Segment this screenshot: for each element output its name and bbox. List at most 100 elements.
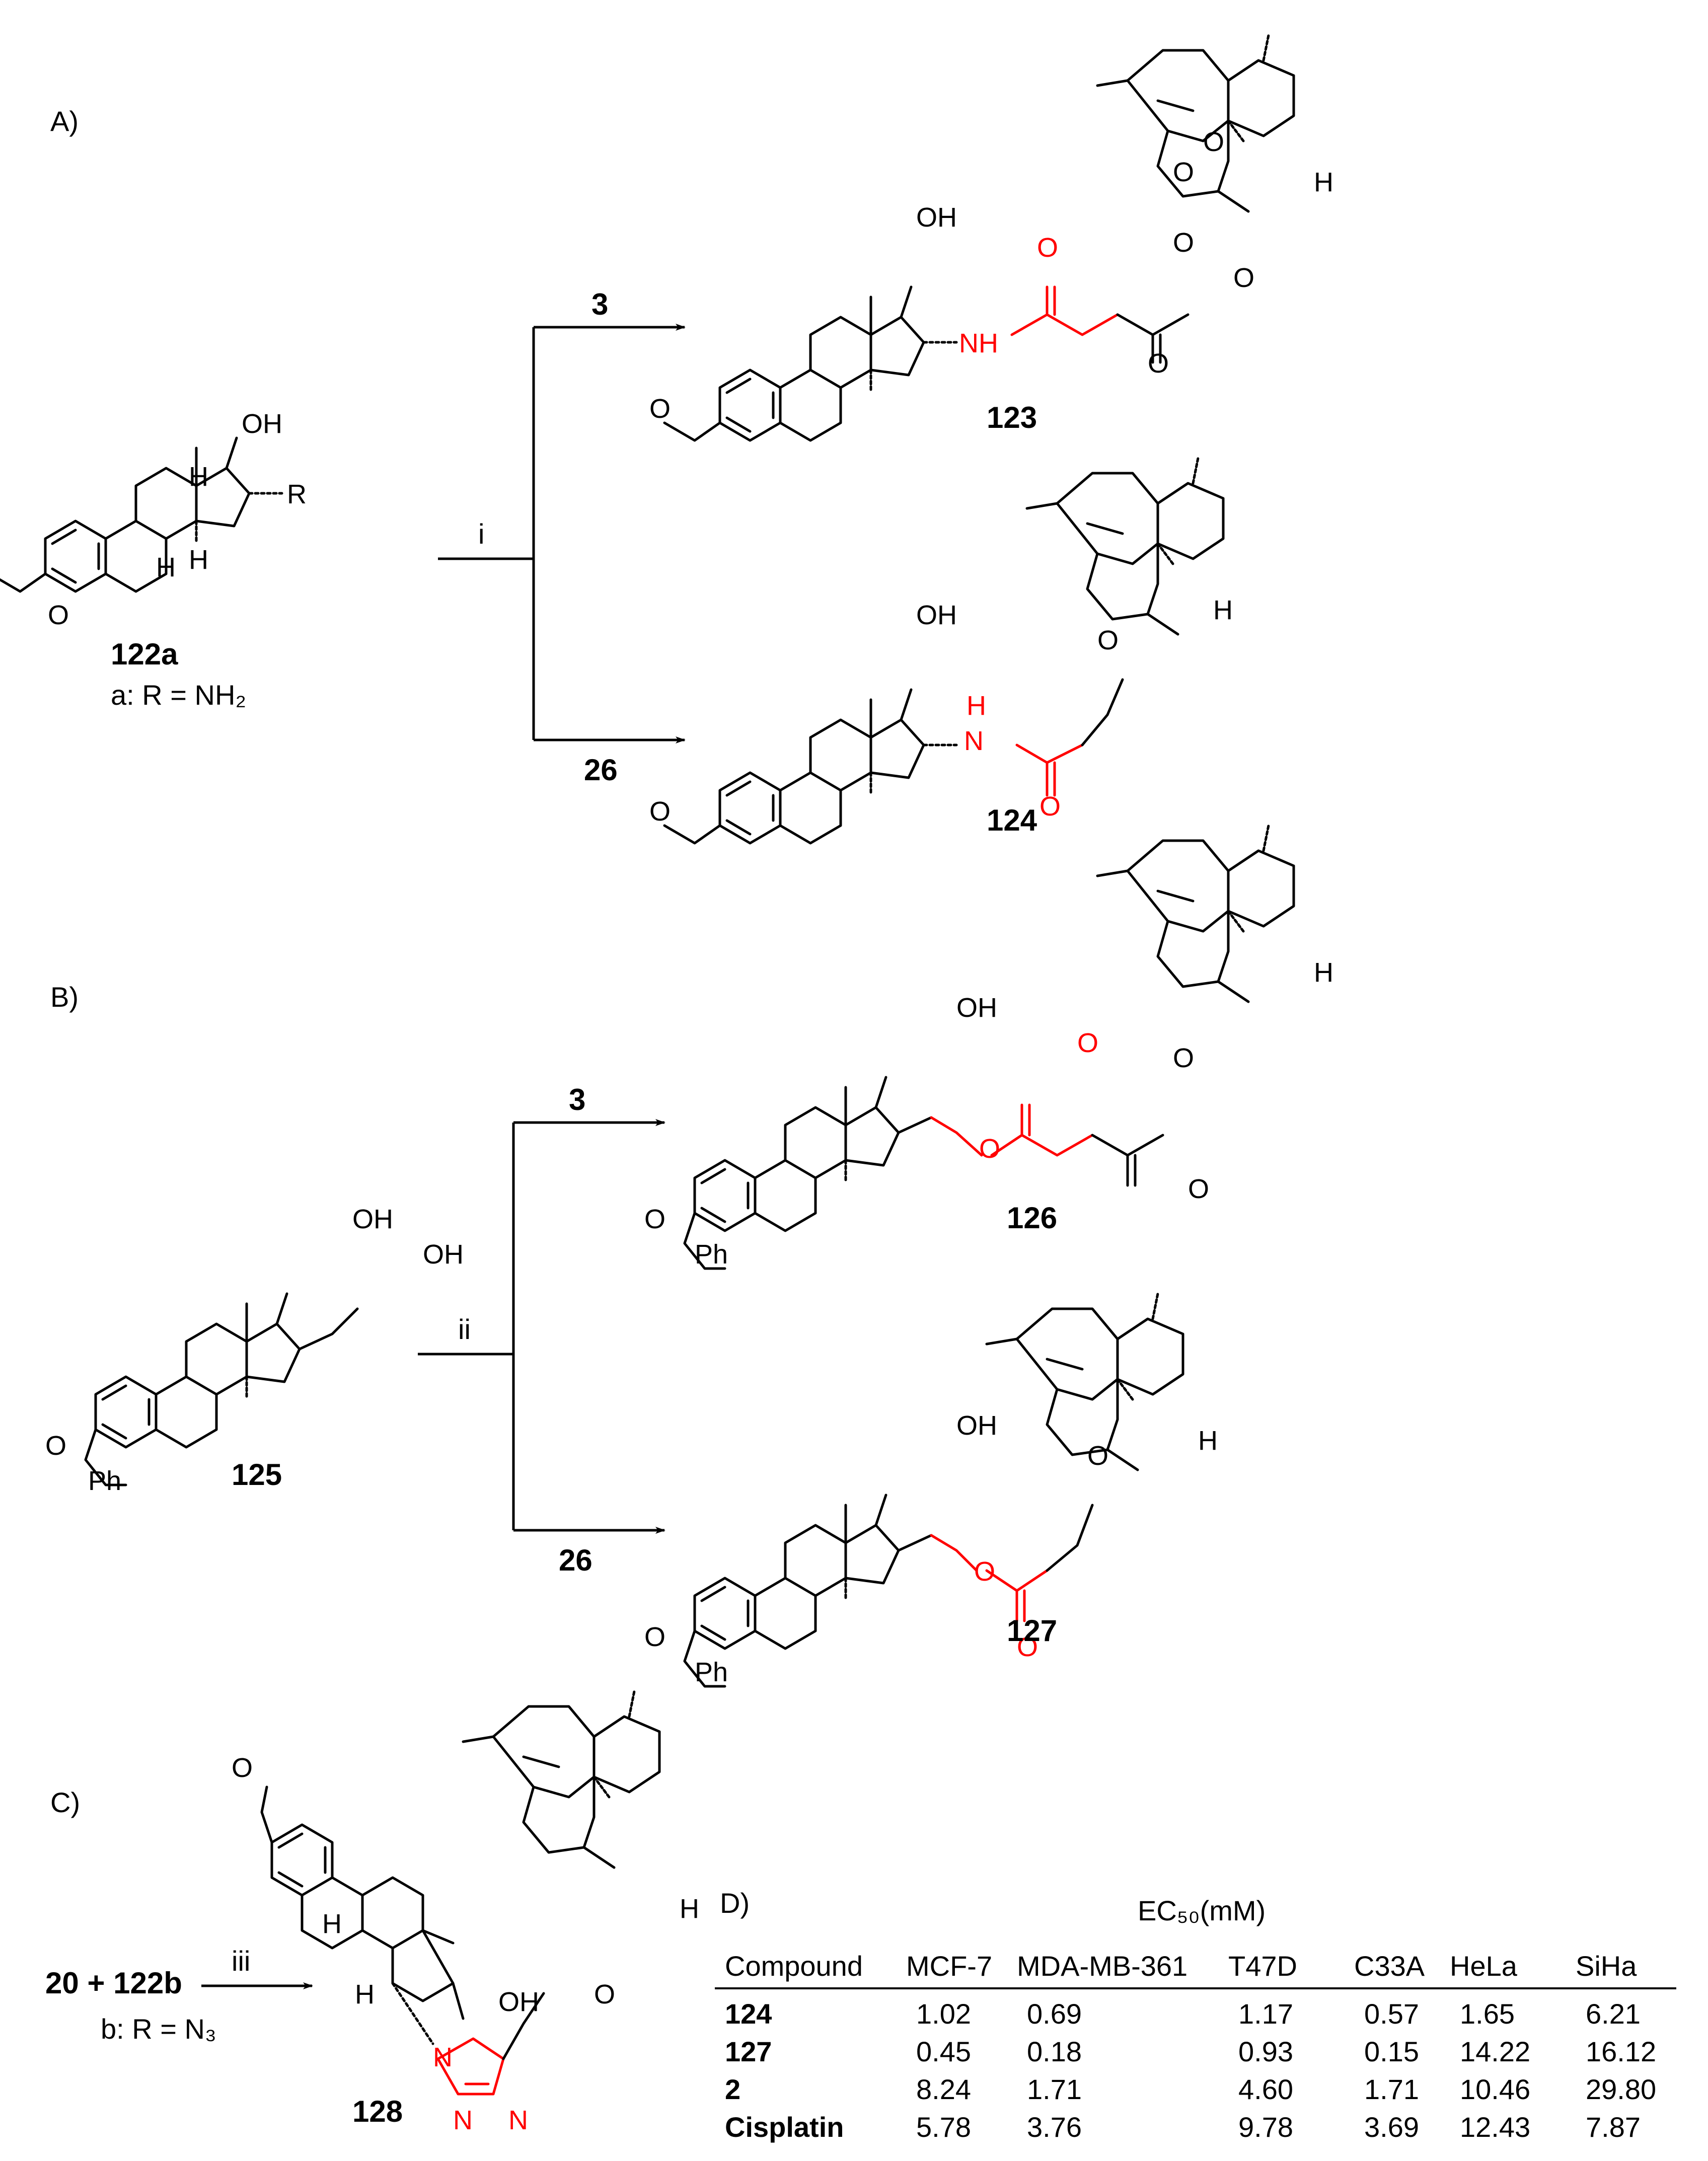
atom-h: H [1314,957,1333,988]
atom-oh: OH [916,600,957,630]
table-cell-value: 5.78 [916,2111,971,2143]
atom-ph: Ph [695,1657,728,1687]
atom-n: N [433,2042,453,2072]
reagent-iii: iii [232,1945,250,1977]
atom-o: O [232,1753,253,1783]
atom-o: O [644,1622,665,1652]
structure-125 [84,1292,359,1486]
atom-o: O [1173,1043,1194,1073]
structure-126 [683,1076,1164,1270]
atom-ph: Ph [88,1466,121,1496]
atom-ph: Ph [695,1239,728,1270]
atom-oh: OH [956,993,997,1023]
atom-o: O [649,394,671,424]
atom-oh: OH [916,202,957,233]
table-cell-value: 3.69 [1364,2111,1419,2143]
artemisinin-124 [1027,458,1223,634]
panel-label-c: C) [50,1786,80,1818]
atom-h: H [355,1979,375,2009]
panel-label-b: B) [50,981,79,1013]
table-header-cell: MCF-7 [906,1950,992,1982]
split-arrow-a [438,324,686,743]
table-cell-compound: 124 [725,1998,772,2030]
table-cell-value: 0.18 [1027,2036,1082,2067]
table-header-cell: MDA-MB-361 [1017,1950,1187,1982]
table-cell-value: 1.71 [1027,2073,1082,2105]
table-header-cell: HeLa [1450,1950,1518,1982]
table-cell-value: 14.22 [1460,2036,1530,2067]
table-group-header: EC₅₀(mM) [1138,1895,1266,1926]
atom-o: O [1173,228,1194,258]
atom-oh: OH [352,1204,393,1234]
table-cell-value: 29.80 [1586,2073,1656,2105]
atom-o: O [1039,791,1061,822]
compound-label-122a: 122a [111,637,178,671]
compound-label-125: 125 [232,1458,282,1492]
structure-123 [663,285,1190,442]
table-cell-compound: 2 [725,2073,740,2105]
artemisinin-128 [463,1691,659,1868]
table-cell-value: 1.65 [1460,1998,1515,2030]
table-cell-value: 1.02 [916,1998,971,2030]
atom-h: H [967,691,986,721]
atom-o: O [48,600,69,630]
atom-n: N [453,2105,473,2135]
atom-h: H [322,1909,342,1939]
table-cell-value: 12.43 [1460,2111,1530,2143]
table-cell-value: 0.57 [1364,1998,1419,2030]
artemisinin-123 [1097,35,1294,211]
split-arrow-b [418,1119,665,1534]
atom-o: O [649,796,671,827]
compound-definition-122b: b: R = N₃ [101,2013,216,2045]
atom-oh: OH [956,1410,997,1441]
reagent-i: i [478,518,484,550]
panel-label-a: A) [50,105,79,137]
table-cell-value: 8.24 [916,2073,971,2105]
atom-o: O [1077,1028,1098,1058]
artemisinin-127 [987,1294,1183,1470]
atom-o: O [1148,348,1169,379]
table-cell-value: 0.93 [1238,2036,1293,2067]
atom-o: O [1203,127,1224,157]
table-cell-value: 0.15 [1364,2036,1419,2067]
table-cell-value: 9.78 [1238,2111,1293,2143]
table-row: 124 1.02 0.69 1.17 0.57 1.65 6.21 [725,1998,1641,2030]
table-cell-value: 0.69 [1027,1998,1082,2030]
reagent-3-b: 3 [569,1083,585,1116]
reagent-ii: ii [458,1313,471,1345]
table-header-cell: Compound [725,1950,863,1982]
atom-oh: OH [242,409,282,439]
compound-label-126: 126 [1007,1201,1057,1235]
table-cell-value: 4.60 [1238,2073,1293,2105]
table-cell-value: 6.21 [1586,1998,1641,2030]
table-cell-value: 16.12 [1586,2036,1656,2067]
atom-n: N [508,2105,528,2135]
atom-o: O [1188,1174,1209,1204]
table-header-cell: C33A [1354,1950,1425,1982]
panel-label-d: D) [720,1887,750,1919]
table-cell-value: 10.46 [1460,2073,1530,2105]
atom-oh: OH [498,1987,539,2017]
table-cell-value: 1.17 [1238,1998,1293,2030]
atom-o: O [1097,625,1119,655]
atom-h: H [680,1894,699,1924]
table-header-cell: T47D [1228,1950,1297,1982]
atom-r: R [287,479,307,509]
compound-label-127: 127 [1007,1614,1057,1648]
atom-o: O [1017,1632,1038,1662]
reagent-26-b: 26 [559,1543,592,1577]
structure-128 [260,1785,545,2096]
reagent-26-a: 26 [584,753,618,787]
atom-o: O [1087,1441,1108,1471]
compound-label-124: 124 [987,803,1037,837]
reagent-3-a: 3 [591,287,608,321]
artemisinin-126 [1097,826,1294,1002]
atom-oh: OH [423,1239,464,1270]
atom-o: O [1173,157,1194,187]
table-cell-value: 7.87 [1586,2111,1641,2143]
atom-o: O [1233,263,1254,293]
